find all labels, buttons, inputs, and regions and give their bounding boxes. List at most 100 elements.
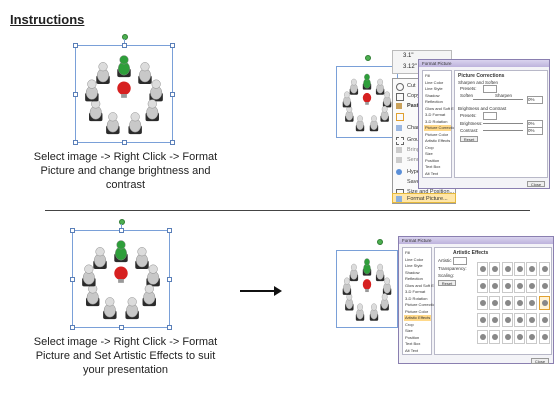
category-item[interactable]: Crop bbox=[405, 321, 414, 327]
category-item[interactable]: Position bbox=[405, 334, 420, 340]
resize-handle[interactable] bbox=[70, 325, 75, 330]
artistic-effect-thumbnail[interactable] bbox=[513, 296, 525, 310]
artistic-effect-thumbnail[interactable] bbox=[489, 296, 501, 310]
artistic-effect-thumbnail[interactable] bbox=[477, 262, 488, 276]
artistic-effect-thumbnail[interactable] bbox=[489, 313, 501, 327]
resize-handle[interactable] bbox=[119, 325, 124, 330]
artistic-effect-thumbnail[interactable] bbox=[489, 262, 501, 276]
artistic-effect-thumbnail[interactable] bbox=[477, 279, 488, 293]
artistic-effect-thumbnail[interactable] bbox=[538, 296, 550, 310]
brightness-slider[interactable] bbox=[483, 123, 523, 124]
category-item[interactable]: Reflection bbox=[425, 99, 443, 104]
artistic-effect-thumbnail[interactable] bbox=[513, 313, 525, 327]
menu-item-paste-option[interactable] bbox=[393, 111, 455, 121]
category-item[interactable]: Artistic Effects bbox=[404, 315, 431, 321]
artistic-effect-thumbnail[interactable] bbox=[501, 313, 513, 327]
artistic-effect-thumbnail[interactable] bbox=[538, 279, 550, 293]
close-button[interactable]: Close bbox=[531, 358, 549, 364]
category-item[interactable]: Line Style bbox=[425, 86, 443, 91]
artistic-effect-thumbnail[interactable] bbox=[526, 330, 538, 344]
resize-handle[interactable] bbox=[122, 140, 127, 145]
resize-handle[interactable] bbox=[167, 228, 172, 233]
contrast-value[interactable]: 0% bbox=[527, 127, 543, 135]
category-item[interactable]: Picture Color bbox=[425, 131, 449, 137]
meeting-picture-effects-demo[interactable] bbox=[336, 239, 398, 328]
resize-handle[interactable] bbox=[170, 43, 175, 48]
width-field[interactable]: 3.12" bbox=[403, 64, 417, 70]
resize-handle[interactable] bbox=[70, 228, 75, 233]
artistic-effect-thumbnail[interactable] bbox=[513, 279, 525, 293]
category-item[interactable]: Size bbox=[425, 151, 433, 156]
artistic-effect-thumbnail[interactable] bbox=[501, 296, 513, 310]
resize-handle[interactable] bbox=[167, 277, 172, 282]
category-item[interactable]: 3-D Rotation bbox=[425, 118, 448, 124]
reset-button[interactable]: Reset bbox=[438, 280, 456, 286]
contrast-slider[interactable] bbox=[483, 130, 523, 131]
category-item[interactable]: 3-D Format bbox=[425, 112, 446, 117]
meeting-picture-menu-demo[interactable] bbox=[336, 55, 398, 138]
category-item[interactable]: Text Box bbox=[405, 341, 421, 346]
artistic-effect-thumbnail[interactable] bbox=[477, 296, 488, 310]
category-item[interactable]: Fill bbox=[425, 73, 431, 78]
reset-button[interactable]: Reset bbox=[460, 136, 478, 142]
category-item[interactable]: Picture Corrections bbox=[405, 302, 440, 307]
category-item[interactable]: Crop bbox=[425, 144, 434, 150]
resize-handle[interactable] bbox=[73, 140, 78, 145]
artistic-effect-thumbnail[interactable] bbox=[489, 279, 501, 293]
category-item[interactable]: Size bbox=[405, 328, 413, 333]
meeting-picture-bottom[interactable] bbox=[70, 219, 172, 330]
rotation-handle[interactable] bbox=[119, 219, 125, 225]
artistic-effect-thumbnail[interactable] bbox=[513, 262, 525, 276]
artistic-effect-thumbnail[interactable] bbox=[538, 262, 550, 276]
resize-handle[interactable] bbox=[170, 92, 175, 97]
brightness-presets-dropdown[interactable] bbox=[483, 112, 497, 120]
category-item[interactable]: Picture Corrections bbox=[424, 125, 460, 131]
rotation-handle[interactable] bbox=[365, 55, 371, 61]
category-item[interactable]: 3-D Format bbox=[405, 289, 426, 294]
close-button[interactable]: Close bbox=[527, 181, 545, 187]
menu-item-paste[interactable]: Paste bbox=[393, 101, 455, 111]
category-item[interactable]: Shadow bbox=[405, 269, 420, 275]
resize-handle[interactable] bbox=[167, 325, 172, 330]
category-item[interactable]: Line Color bbox=[425, 79, 444, 85]
artistic-effect-thumbnail[interactable] bbox=[526, 296, 538, 310]
resize-handle[interactable] bbox=[119, 228, 124, 233]
menu-item-group[interactable]: Group bbox=[393, 135, 455, 145]
category-item[interactable]: Picture Color bbox=[405, 308, 429, 314]
menu-item-copy[interactable]: Copy bbox=[393, 91, 455, 101]
artistic-effect-thumbnail[interactable] bbox=[526, 313, 538, 327]
artistic-effect-thumbnail[interactable] bbox=[526, 279, 538, 293]
category-item[interactable]: 3-D Rotation bbox=[405, 295, 428, 301]
rotation-handle[interactable] bbox=[377, 239, 383, 245]
category-item[interactable]: Fill bbox=[405, 250, 411, 255]
category-item[interactable]: Reflection bbox=[405, 276, 423, 281]
category-item[interactable]: Glow and Soft Edges bbox=[425, 105, 463, 111]
artistic-effect-thumbnail[interactable] bbox=[477, 330, 488, 344]
artistic-effect-thumbnail[interactable] bbox=[513, 330, 525, 344]
artistic-effect-thumbnail[interactable] bbox=[489, 330, 501, 344]
category-item[interactable]: Alt Text bbox=[405, 347, 419, 353]
resize-handle[interactable] bbox=[170, 140, 175, 145]
category-item[interactable]: Artistic Effects bbox=[425, 138, 451, 143]
category-item[interactable]: Alt Text bbox=[425, 170, 439, 176]
resize-handle[interactable] bbox=[122, 43, 127, 48]
sharpen-value[interactable]: 0% bbox=[527, 96, 543, 104]
artistic-effect-thumbnail[interactable] bbox=[477, 313, 488, 327]
resize-handle[interactable] bbox=[73, 92, 78, 97]
rotation-handle[interactable] bbox=[122, 34, 128, 40]
artistic-effect-thumbnail[interactable] bbox=[501, 279, 513, 293]
meeting-picture-top[interactable] bbox=[73, 34, 175, 145]
category-item[interactable]: Shadow bbox=[425, 92, 440, 98]
artistic-effect-dropdown[interactable] bbox=[453, 257, 467, 265]
category-item[interactable]: Position bbox=[425, 157, 440, 163]
presets-dropdown[interactable] bbox=[483, 85, 497, 93]
category-item[interactable]: Glow and Soft Edges bbox=[405, 282, 443, 288]
artistic-effect-thumbnail[interactable] bbox=[526, 262, 538, 276]
category-item[interactable]: Text Box bbox=[425, 164, 441, 169]
artistic-effect-thumbnail[interactable] bbox=[538, 313, 550, 327]
resize-handle[interactable] bbox=[73, 43, 78, 48]
menu-item-cut[interactable]: Cut bbox=[393, 81, 455, 91]
artistic-effect-thumbnail[interactable] bbox=[501, 262, 513, 276]
category-item[interactable]: Line Style bbox=[405, 263, 423, 268]
resize-handle[interactable] bbox=[70, 277, 75, 282]
